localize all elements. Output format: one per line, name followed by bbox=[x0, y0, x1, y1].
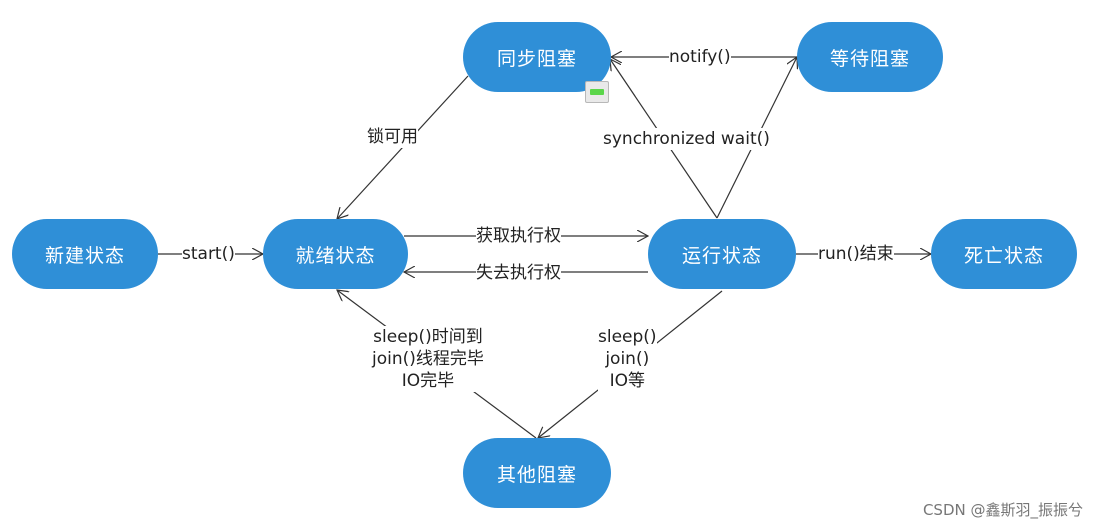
label-join-finished: join()线程完毕 bbox=[372, 349, 484, 369]
label-acquire-cpu: 获取执行权 bbox=[476, 225, 561, 247]
label-sleep-timeout: sleep()时间到 bbox=[373, 327, 483, 347]
label-synchronized-wait: synchronized wait() bbox=[603, 128, 770, 150]
label-io-etc: IO等 bbox=[609, 371, 645, 391]
node-wait-block: 等待阻塞 bbox=[797, 22, 943, 92]
node-sync-block: 同步阻塞 bbox=[463, 22, 611, 92]
node-running-state: 运行状态 bbox=[648, 219, 796, 289]
green-bar bbox=[590, 89, 604, 95]
label-run-end: run()结束 bbox=[818, 243, 894, 265]
node-ready-state: 就绪状态 bbox=[263, 219, 408, 289]
label-sleep-join-io: sleep() join() IO等 bbox=[598, 326, 657, 392]
node-dead-state: 死亡状态 bbox=[931, 219, 1077, 289]
watermark: CSDN @鑫斯羽_振振兮 bbox=[922, 501, 1083, 519]
label-lock-available: 锁可用 bbox=[367, 126, 418, 148]
label-unblock-conditions: sleep()时间到 join()线程完毕 IO完毕 bbox=[372, 326, 484, 392]
label-start: start() bbox=[182, 243, 235, 265]
label-lose-cpu: 失去执行权 bbox=[476, 262, 561, 284]
node-other-block: 其他阻塞 bbox=[463, 438, 611, 508]
label-join: join() bbox=[605, 349, 650, 369]
label-sleep: sleep() bbox=[598, 327, 657, 347]
node-new-state: 新建状态 bbox=[12, 219, 158, 289]
label-notify: notify() bbox=[669, 46, 731, 68]
resize-handle-icon[interactable] bbox=[585, 81, 609, 103]
label-io-finished: IO完毕 bbox=[401, 371, 455, 391]
